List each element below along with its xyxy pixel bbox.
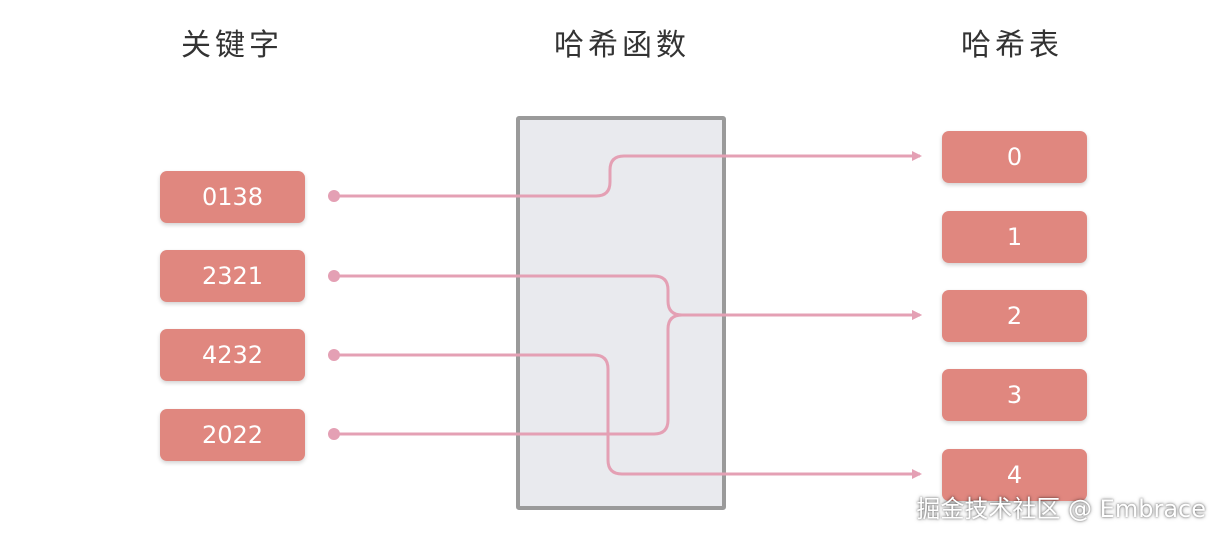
connector-arrow-2 bbox=[334, 353, 922, 479]
hash-slot-1: 1 bbox=[942, 211, 1087, 263]
connector-start-dot-3 bbox=[328, 428, 340, 440]
hash-slot-0: 0 bbox=[942, 131, 1087, 183]
key-box-2: 4232 bbox=[160, 329, 305, 381]
key-box-3: 2022 bbox=[160, 409, 305, 461]
connector-start-dot-2 bbox=[328, 349, 340, 361]
connector-arrow-1 bbox=[334, 274, 922, 320]
connector-arrow-0 bbox=[334, 151, 922, 198]
hash-slot-4: 4 bbox=[942, 449, 1087, 501]
connector-arrow-3 bbox=[334, 310, 922, 436]
hash-function-box bbox=[516, 116, 726, 510]
hash-table-column-title: 哈希表 bbox=[961, 28, 1063, 63]
connector-start-dot-0 bbox=[328, 190, 340, 202]
key-box-0: 0138 bbox=[160, 171, 305, 223]
watermark-text: 掘金技术社区 @ Embrace bbox=[916, 495, 1206, 523]
hash-slot-2: 2 bbox=[942, 290, 1087, 342]
hash-slot-3: 3 bbox=[942, 369, 1087, 421]
connector-start-dot-1 bbox=[328, 270, 340, 282]
key-box-1: 2321 bbox=[160, 250, 305, 302]
hash-function-column-title: 哈希函数 bbox=[554, 28, 690, 63]
keys-column-title: 关键字 bbox=[181, 28, 283, 63]
